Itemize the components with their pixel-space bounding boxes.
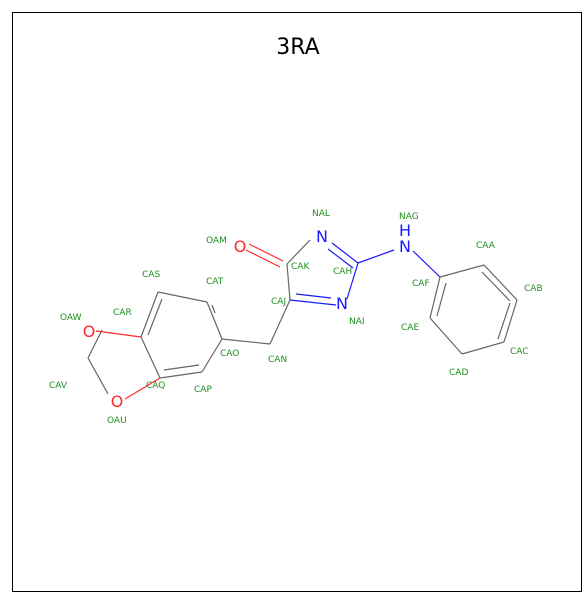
oxygen-oau: O — [111, 392, 124, 411]
label-caf: CAF — [412, 279, 430, 289]
label-nal: NAL — [312, 209, 330, 219]
oxygen-oaw: O — [83, 322, 96, 341]
label-can: CAN — [268, 355, 287, 365]
bond-oam-cak-b — [245, 249, 281, 268]
bond-nai-caj-inner — [295, 293, 332, 299]
label-caa: CAA — [476, 241, 496, 251]
label-car: CAR — [113, 308, 132, 318]
phenyl-bonds — [429, 264, 518, 355]
bond-cat-cao — [206, 301, 223, 340]
bond-cah-nag — [357, 249, 395, 264]
label-caq: CAQ — [146, 381, 165, 391]
label-cav: CAV — [49, 381, 68, 391]
imidazolone-bonds — [286, 239, 311, 301]
nitrogen-nai: N — [336, 294, 348, 313]
oxygen-oam: O — [234, 237, 247, 256]
bond-cae-caf — [429, 276, 441, 319]
label-cap: CAP — [194, 385, 212, 395]
label-oam: OAM — [206, 236, 227, 246]
nitrogen-bonds — [289, 242, 441, 306]
bond-cao-can — [221, 338, 271, 345]
bond-nag-caf — [412, 250, 441, 278]
bond-cak-nal — [286, 239, 311, 265]
label-cae: CAE — [401, 323, 419, 333]
label-cao: CAO — [220, 349, 239, 359]
bond-cac-cad — [461, 341, 505, 355]
bond-cas-cat — [157, 291, 208, 303]
label-cad: CAD — [449, 368, 468, 378]
label-cat: CAT — [206, 277, 224, 287]
bond-cae-caf-inner — [436, 282, 447, 317]
bond-oam-cak-a — [248, 243, 284, 262]
bond-cap-caq-inner — [163, 364, 200, 371]
bond-cab-cac-inner — [497, 302, 511, 340]
bond-caq-oau — [124, 377, 161, 400]
molecule-title: 3RA — [276, 35, 320, 60]
label-cah: CAH — [333, 267, 352, 277]
label-nag: NAG — [399, 212, 419, 222]
bond-nai-caj — [289, 299, 337, 306]
label-cas: CAS — [142, 270, 160, 280]
bond-caj-cak — [286, 263, 291, 301]
oxygen-bonds — [95, 243, 284, 400]
bond-car-cas-inner — [147, 298, 163, 336]
label-cak: CAK — [291, 262, 310, 272]
label-oau: OAU — [107, 416, 127, 426]
bond-cab-cac — [503, 299, 518, 343]
bond-cav-oau — [87, 357, 109, 395]
atom-labels: NAL NAG OAM CAA CAK CAH CAS CAT CAF CAB … — [49, 209, 543, 426]
label-cab: CAB — [524, 284, 543, 294]
label-oaw: OAW — [60, 313, 82, 323]
bond-cap-caq — [159, 371, 203, 379]
bond-car-oaw — [95, 330, 142, 338]
bond-caa-cab — [483, 264, 518, 301]
nitrogen-nag: N — [399, 237, 411, 256]
hydrogen-nag: H — [399, 221, 411, 240]
bond-nal-cah — [331, 242, 359, 264]
bond-nal-cah-inner — [327, 248, 354, 269]
bond-cao-cap — [201, 338, 223, 373]
bond-cah-nai — [346, 262, 359, 300]
bond-can-caj — [269, 299, 291, 345]
label-caj: CAJ — [271, 297, 286, 307]
bond-oaw-cav — [87, 329, 103, 359]
benzodioxole-bonds — [87, 291, 291, 395]
nitrogen-nal: N — [316, 227, 328, 246]
bond-car-cas — [140, 291, 159, 338]
bond-caf-caa — [439, 264, 485, 278]
label-cac: CAC — [510, 347, 529, 357]
bond-cad-cae — [429, 317, 463, 355]
bond-caa-cab-inner — [481, 271, 511, 302]
bond-caq-car — [140, 336, 161, 379]
bond-cat-cao-inner — [211, 304, 216, 314]
molecule-frame: 3RA — [12, 12, 582, 592]
label-nai: NAI — [349, 317, 365, 327]
